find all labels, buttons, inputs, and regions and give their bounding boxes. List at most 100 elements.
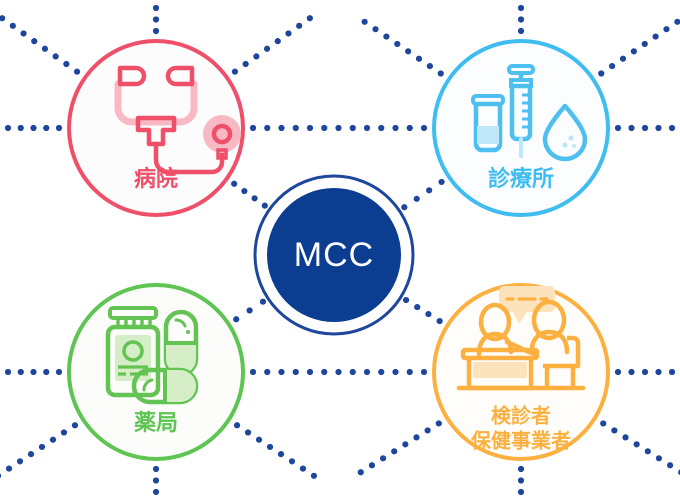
row-dot-middle xyxy=(292,124,299,132)
col-dot-bottom xyxy=(517,477,525,484)
row-dot-right-outer xyxy=(614,124,622,132)
outward-diagonal-dot-alt-clinic xyxy=(361,18,368,25)
outward-diagonal-dot-alt-hospital xyxy=(242,60,249,68)
outward-diagonal-dot-alt-pharmacy xyxy=(288,458,296,465)
outward-diagonal-dot-clinic xyxy=(674,18,680,25)
outward-diagonal-dot-hospital xyxy=(73,68,81,75)
row-dot-middle xyxy=(335,368,342,376)
outward-diagonal-dot-pharmacy xyxy=(5,465,13,472)
spoke-dot-clinic xyxy=(426,187,433,194)
node-hospital[interactable]: 病院 xyxy=(67,39,245,217)
spoke-dot-pharmacy xyxy=(233,316,240,323)
row-dot-right-outer xyxy=(614,368,622,376)
outward-diagonal-dot-alt-clinic xyxy=(383,33,390,40)
outward-diagonal-dot-alt-examinee xyxy=(402,441,409,448)
outward-diagonal-dot-pharmacy xyxy=(71,422,79,429)
outward-diagonal-dot-alt-hospital xyxy=(253,53,260,60)
outward-diagonal-dot-pharmacy xyxy=(27,451,35,458)
outward-diagonal-dot-alt-examinee xyxy=(368,462,376,469)
row-dot-middle xyxy=(278,368,285,376)
row-dot-left-outer xyxy=(43,124,50,132)
row-dot-left-outer xyxy=(55,124,63,132)
row-dot-right-outer xyxy=(668,124,676,132)
spoke-dot-examinee xyxy=(425,310,432,318)
row-dot-middle xyxy=(349,368,356,376)
outward-diagonal-dot-pharmacy xyxy=(16,458,24,465)
row-dot-right-outer xyxy=(641,124,649,132)
outward-diagonal-dot-clinic xyxy=(663,26,670,33)
row-dot-middle xyxy=(306,124,314,132)
row-dot-middle xyxy=(406,368,413,376)
node-clinic-label: 診療所 xyxy=(488,166,554,191)
outward-diagonal-dot-clinic xyxy=(630,48,637,55)
spoke-dot-examinee xyxy=(436,317,443,325)
outward-diagonal-dot-alt-hospital xyxy=(263,45,271,52)
outward-diagonal-dot-clinic xyxy=(641,40,648,48)
row-dot-left-outer xyxy=(4,124,12,132)
spoke-dot-pharmacy xyxy=(246,307,253,314)
row-dot-middle xyxy=(249,368,257,376)
row-dot-right-outer xyxy=(668,368,676,376)
outward-diagonal-dot-hospital xyxy=(31,38,38,45)
row-dot-middle xyxy=(292,368,299,376)
row-dot-left-outer xyxy=(30,368,37,376)
hub-disc xyxy=(267,188,401,322)
outward-diagonal-dot-pharmacy xyxy=(49,436,57,443)
row-dot-middle xyxy=(335,124,342,132)
outward-diagonal-dot-examinee xyxy=(655,455,663,462)
outward-diagonal-dot-clinic xyxy=(619,55,627,62)
row-dot-right-outer xyxy=(641,368,649,376)
outward-diagonal-dot-pharmacy xyxy=(0,473,2,479)
outward-diagonal-dot-examinee xyxy=(666,462,674,469)
spoke-dot-examinee xyxy=(402,296,410,304)
row-dot-middle xyxy=(306,368,314,376)
spoke-dot-clinic xyxy=(401,204,408,211)
col-dot-top xyxy=(517,4,525,12)
col-dot-bottom xyxy=(517,465,525,473)
row-dot-middle xyxy=(249,124,257,132)
outward-diagonal-dot-alt-pharmacy xyxy=(310,472,318,479)
node-examinee[interactable]: 検診者 保健事業者 xyxy=(432,283,610,461)
spoke-dot-hospital xyxy=(261,202,268,209)
node-pharmacy-label: 薬局 xyxy=(134,410,178,435)
hub-label: MCC xyxy=(294,236,374,274)
row-dot-left-outer xyxy=(17,124,24,132)
col-dot-top xyxy=(517,27,525,35)
outward-diagonal-dot-alt-clinic xyxy=(426,63,433,70)
outward-diagonal-dot-examinee xyxy=(622,434,629,441)
outward-diagonal-dot-hospital xyxy=(20,30,27,37)
hub-node[interactable]: MCC xyxy=(253,174,415,336)
outward-diagonal-dot-clinic xyxy=(598,70,605,77)
row-dot-middle xyxy=(264,368,271,376)
col-dot-bottom xyxy=(152,465,160,473)
outward-diagonal-dot-clinic xyxy=(652,33,659,40)
outward-diagonal-dot-alt-pharmacy xyxy=(277,451,285,458)
outward-diagonal-dot-pharmacy xyxy=(38,443,46,451)
spoke-dot-hospital xyxy=(231,180,238,187)
outward-diagonal-dot-alt-examinee xyxy=(379,455,387,462)
outward-diagonal-dot-examinee xyxy=(644,448,651,455)
row-dot-left-outer xyxy=(43,368,50,376)
node-hospital-label: 病院 xyxy=(134,166,178,191)
outward-diagonal-dot-hospital xyxy=(52,53,59,60)
row-dot-middle xyxy=(278,124,285,132)
outward-diagonal-dot-hospital xyxy=(41,45,49,52)
col-dot-top xyxy=(517,16,525,23)
row-dot-left-outer xyxy=(4,368,12,376)
spoke-dot-hospital xyxy=(251,195,258,202)
node-clinic[interactable]: 診療所 xyxy=(432,39,610,217)
row-dot-middle xyxy=(378,124,385,132)
outward-diagonal-dot-alt-hospital xyxy=(285,30,292,37)
outward-diagonal-dot-alt-clinic xyxy=(372,26,379,33)
outward-diagonal-dot-hospital xyxy=(0,15,6,22)
node-pharmacy[interactable]: 薬局 xyxy=(67,283,245,461)
outward-diagonal-dot-alt-clinic xyxy=(394,40,401,48)
col-dot-bottom xyxy=(152,488,160,496)
spoke-dot-hospital xyxy=(241,187,248,195)
outward-diagonal-dot-alt-examinee xyxy=(357,469,364,476)
outward-diagonal-dot-hospital xyxy=(63,60,70,68)
outward-diagonal-dot-alt-clinic xyxy=(415,55,423,62)
outward-diagonal-dot-clinic xyxy=(609,63,616,70)
